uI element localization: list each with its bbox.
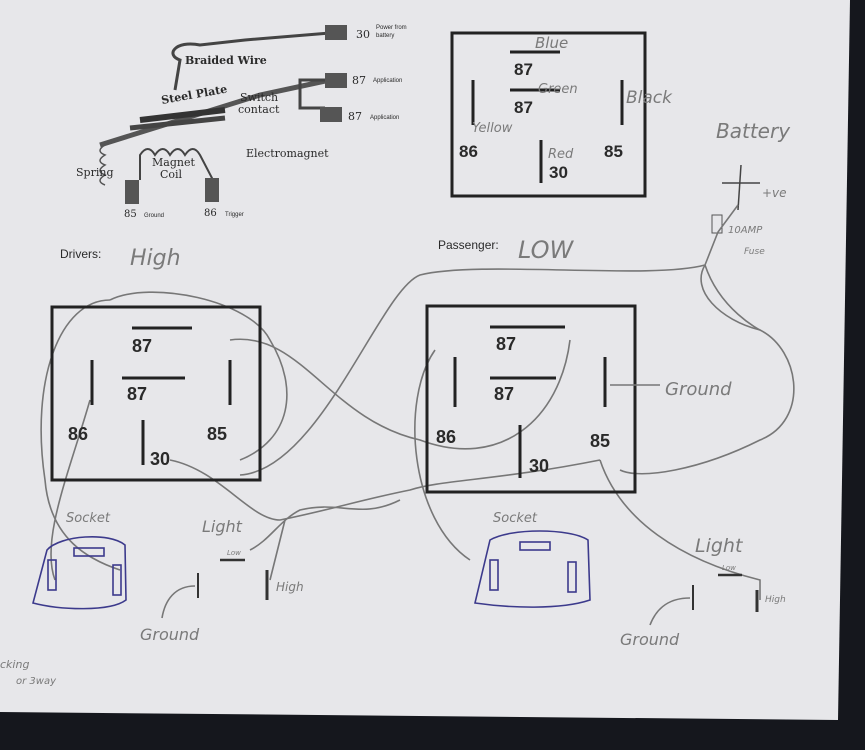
passenger-socket — [474, 530, 591, 608]
passenger-pin-87: 87 — [496, 334, 516, 354]
passenger-low-label: Low — [722, 564, 736, 572]
label-spring: Spring — [76, 166, 113, 179]
label-contact: contact — [238, 103, 280, 116]
drivers-label: Drivers: — [60, 247, 101, 261]
color-black: Black — [626, 88, 673, 108]
terminal-87b-desc: Application — [370, 115, 399, 121]
drivers-socket — [32, 536, 127, 610]
pin-87: 87 — [514, 60, 533, 79]
paper — [0, 0, 850, 720]
passenger-ground-label: Ground — [620, 630, 680, 649]
drivers-pin-85: 85 — [207, 424, 227, 444]
passenger-light-label: Light — [695, 535, 744, 557]
drivers-section: Drivers: High 87 87 86 85 30 Socket Ligh… — [0, 246, 304, 687]
passenger-value: LOW — [518, 236, 575, 264]
wires — [40, 204, 795, 600]
label-electromagnet: Electromagnet — [246, 147, 329, 160]
fuse-amps: 10AMP — [728, 225, 763, 236]
label-magnet: Magnet — [152, 156, 195, 169]
terminal-85-desc: Ground — [144, 213, 164, 219]
drivers-pin-86: 86 — [68, 424, 88, 444]
pin-87a: 87 — [514, 98, 533, 117]
spring-icon — [99, 144, 107, 186]
drivers-pin-87a: 87 — [127, 384, 147, 404]
terminal-87-a — [325, 73, 347, 88]
color-green: Green — [538, 82, 578, 97]
battery-fuse: Battery +ve 10AMP Fuse — [711, 119, 791, 257]
pinout-relay: 87 87 86 85 30 Blue Green Black Yellow R… — [450, 31, 673, 198]
passenger-high-label: High — [765, 595, 786, 605]
drivers-note-1: cking — [0, 658, 29, 671]
passenger-ground-wire-label: Ground — [665, 379, 732, 400]
terminal-30-number: 30 — [356, 28, 370, 41]
pin-85: 85 — [604, 142, 623, 161]
fuse-label: Fuse — [744, 247, 765, 257]
terminal-30-desc2: battery — [376, 33, 394, 39]
terminal-85 — [125, 180, 139, 204]
passenger-socket-label: Socket — [493, 511, 538, 526]
terminal-87-b — [320, 107, 342, 122]
color-yellow: Yellow — [472, 121, 513, 136]
terminal-87a-number: 87 — [352, 74, 366, 87]
passenger-pin-87a: 87 — [494, 384, 514, 404]
label-braided-wire: Braided Wire — [185, 54, 267, 67]
drivers-value: High — [130, 246, 181, 271]
terminal-87a-desc: Application — [373, 78, 402, 84]
terminal-86-desc: Trigger — [225, 212, 244, 218]
passenger-pin-86: 86 — [436, 427, 456, 447]
relay-outline — [450, 31, 647, 198]
label-switch: Switch — [240, 91, 278, 104]
drivers-relay-outline — [50, 305, 262, 482]
battery-ve: +ve — [762, 186, 787, 200]
coil-icon — [139, 148, 214, 181]
drivers-socket-label: Socket — [66, 511, 111, 526]
label-coil: Coil — [160, 168, 183, 181]
terminal-85-number: 85 — [124, 209, 137, 220]
terminal-86 — [205, 178, 219, 202]
passenger-pin-85: 85 — [590, 431, 610, 451]
color-red: Red — [548, 147, 574, 162]
drivers-note-2: or 3way — [16, 676, 57, 687]
drivers-light-label: Light — [202, 517, 243, 536]
passenger-pin-30: 30 — [529, 456, 549, 476]
terminal-86-number: 86 — [204, 208, 217, 219]
drivers-ground-label: Ground — [140, 625, 200, 644]
drivers-pin-87: 87 — [132, 336, 152, 356]
drivers-pin-30: 30 — [150, 449, 170, 469]
battery-label: Battery — [716, 119, 791, 143]
drivers-low-label: Low — [227, 549, 241, 557]
drivers-high-label: High — [276, 580, 304, 594]
passenger-section: Passenger: LOW 87 87 86 85 30 Ground Soc… — [425, 236, 786, 649]
terminal-30 — [325, 25, 347, 40]
passenger-label: Passenger: — [438, 238, 499, 252]
color-blue: Blue — [535, 34, 568, 52]
pin-86: 86 — [459, 142, 478, 161]
terminal-30-desc1: Power from — [376, 25, 407, 31]
passenger-relay-outline — [425, 304, 637, 494]
terminal-87b-number: 87 — [348, 110, 362, 123]
pin-30: 30 — [549, 163, 568, 182]
